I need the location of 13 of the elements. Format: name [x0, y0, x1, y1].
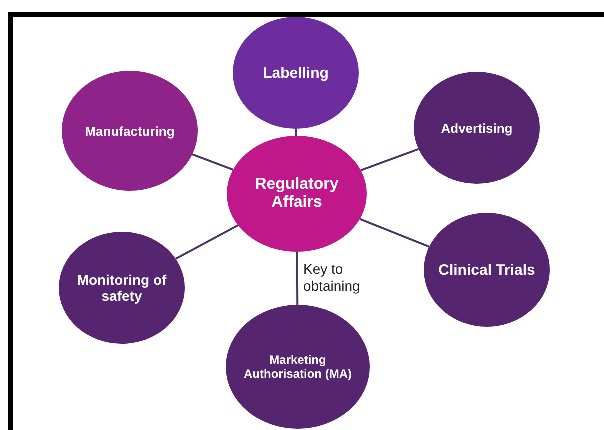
node-label: Labelling [263, 64, 329, 82]
node-label: Marketing Authorisation (MA) [243, 353, 353, 381]
node-label: Monitoring of safety [76, 272, 168, 304]
connector-line [192, 154, 234, 171]
node-label: Regulatory Affairs [254, 176, 340, 212]
node-label: Clinical Trials [438, 262, 536, 278]
connector-line [295, 129, 298, 136]
connector-line [360, 148, 420, 172]
node-label: Advertising [441, 120, 513, 136]
connector-line [360, 218, 430, 248]
node-label: Manufacturing [85, 124, 175, 138]
connector-line [175, 224, 239, 260]
connector-line [296, 252, 299, 305]
